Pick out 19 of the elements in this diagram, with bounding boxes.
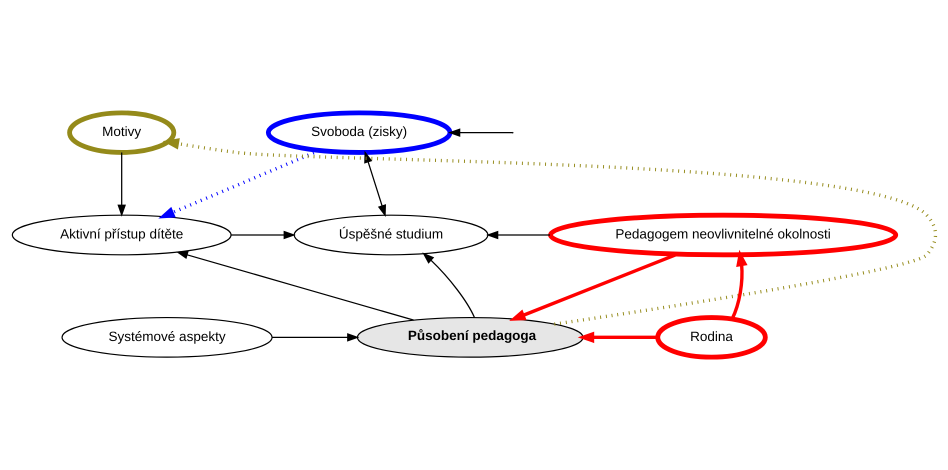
node-ellipse: Úspěšné studium	[294, 214, 488, 256]
arrow	[486, 230, 550, 240]
node-ellipse: Svoboda (zisky)	[266, 110, 452, 155]
node-ellipse: Rodina	[655, 315, 768, 360]
node-ellipse: Systémové aspekty	[61, 316, 273, 358]
arrow	[730, 250, 748, 320]
arrow	[231, 230, 296, 240]
arrow	[162, 138, 937, 326]
node-ellipse: Aktivní přístup dítěte	[12, 214, 232, 256]
node-ellipse: Motivy	[67, 110, 176, 155]
arrow	[422, 252, 476, 318]
node-ellipse: Pedagogem neovlivnitelné okolnosti	[548, 212, 898, 258]
arrow	[364, 150, 386, 218]
node-ellipse: Působení pedagoga	[356, 316, 584, 358]
arrow	[578, 332, 658, 344]
arrow	[448, 128, 512, 137]
arrow	[176, 250, 414, 321]
arrow	[117, 152, 126, 217]
arrow	[272, 333, 360, 342]
